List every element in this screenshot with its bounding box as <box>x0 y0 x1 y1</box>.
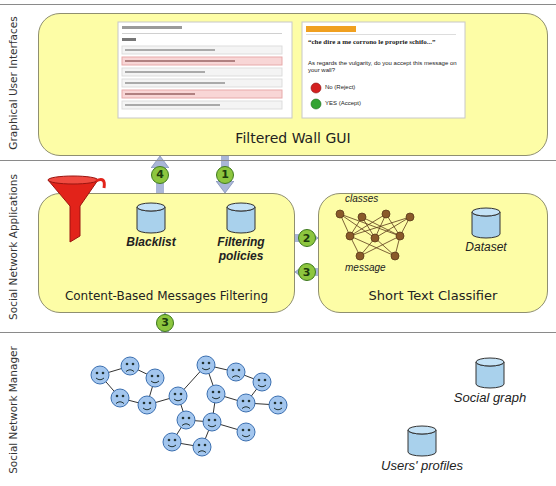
store-label: Social graph <box>454 391 526 406</box>
callout-number: 3 <box>156 314 174 332</box>
box-title: Filtered Wall GUI <box>235 130 350 146</box>
callout-number: 4 <box>151 166 169 184</box>
reject-option: No (Reject) <box>325 84 405 91</box>
callout-number: 3 <box>298 263 316 281</box>
database-cylinder: Blacklist <box>111 202 191 254</box>
layer-label: Social Network Applications <box>0 165 26 329</box>
dialog-question: As regards the vulgarity, do you accept … <box>308 60 460 74</box>
database-cylinder: Users' profiles <box>372 425 472 479</box>
layer-label: Graphical User Interfaces <box>0 9 26 157</box>
store-label: Dataset <box>465 241 506 255</box>
cylinder-shape <box>226 202 256 234</box>
layer-label: Social Network Manager <box>0 337 26 483</box>
store-label: Blacklist <box>126 236 175 250</box>
box-title: Short Text Classifier <box>369 288 498 303</box>
database-cylinder: Filtering policies <box>197 202 285 268</box>
cylinder-shape <box>136 202 166 234</box>
classifier-network <box>336 210 414 260</box>
gui-box: Filtered Wall GUI <box>38 13 548 156</box>
moderation-dialog <box>302 22 465 118</box>
filter-funnel <box>48 176 104 242</box>
box-title: Content-Based Messages Filtering <box>65 289 268 303</box>
wall-screenshot <box>118 22 292 118</box>
callout-number: 1 <box>216 166 234 184</box>
cylinder-shape <box>407 425 437 457</box>
network-label: message <box>345 262 405 274</box>
cylinder-shape <box>471 207 501 239</box>
classifier-box: Short Text Classifier Dataset <box>318 193 548 313</box>
social-graph-illustration <box>91 356 287 456</box>
accept-option: YES (Accept) <box>325 100 405 107</box>
database-cylinder: Dataset <box>451 207 521 259</box>
store-label: Filtering policies <box>197 236 285 264</box>
store-label: Users' profiles <box>381 459 463 474</box>
message-quote: “che dire a me corrono le proprie schifo… <box>308 38 460 46</box>
callout-number: 2 <box>298 229 316 247</box>
cylinder-shape <box>475 357 505 389</box>
network-label: classes <box>345 193 405 205</box>
database-cylinder: Social graph <box>440 357 540 411</box>
